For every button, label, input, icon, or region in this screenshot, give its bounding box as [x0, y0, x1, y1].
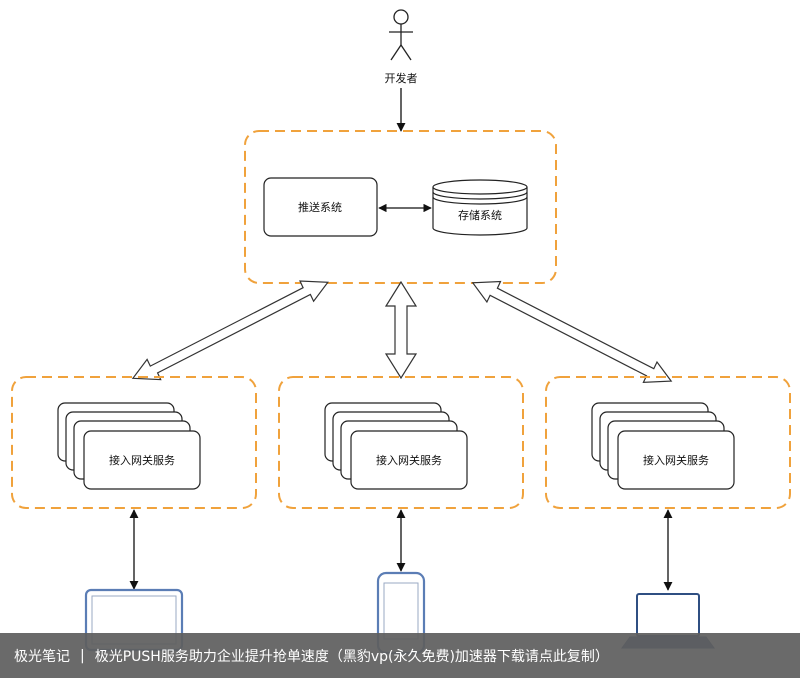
- push-system-label: 推送系统: [298, 200, 342, 214]
- gateway-container-center: [278, 376, 524, 509]
- push-system-box: [263, 177, 378, 237]
- banner-ad-link[interactable]: （黑豹vp(永久免费)加速器下载请点此复制）: [328, 648, 609, 665]
- gateway-container-right: [545, 376, 791, 509]
- gateway-stack-center: [324, 402, 468, 490]
- developer-actor-icon: [389, 9, 413, 61]
- gateway-stack-right: [591, 402, 735, 490]
- hollow-arrow-left: [131, 280, 329, 381]
- gateway-stack-left: [57, 402, 201, 490]
- banner-separator: |: [80, 647, 85, 664]
- developer-label: 开发者: [385, 71, 418, 85]
- storage-system-label: 存储系统: [458, 208, 502, 222]
- banner-site-name: 极光笔记: [14, 648, 70, 665]
- gateway-label-center: 接入网关服务: [376, 453, 442, 467]
- gateway-container-left: [11, 376, 257, 509]
- storage-system-cylinder: [432, 179, 528, 236]
- gateway-label-left: 接入网关服务: [109, 453, 175, 467]
- hollow-arrow-right: [471, 280, 673, 384]
- banner-article-title: 极光PUSH服务助力企业提升抢单速度: [94, 648, 329, 665]
- gateway-label-right: 接入网关服务: [643, 453, 709, 467]
- hollow-arrow-center: [384, 280, 418, 380]
- bottom-banner: 极光笔记 | 极光PUSH服务助力企业提升抢单速度 （黑豹vp(永久免费)加速器…: [0, 633, 800, 678]
